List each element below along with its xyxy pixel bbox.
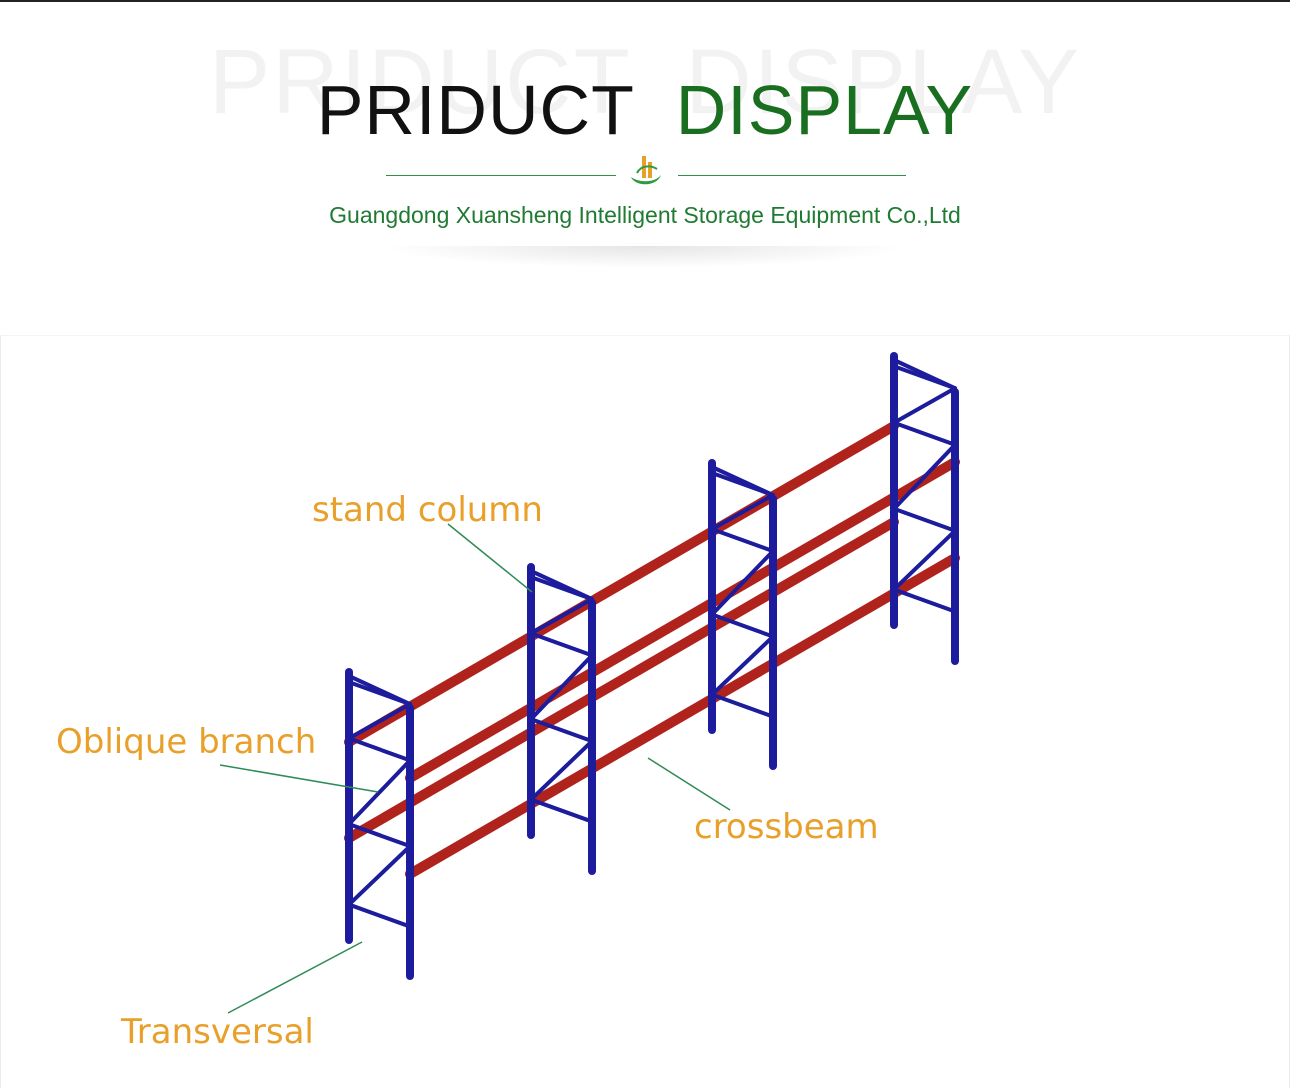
leader-oblique-branch	[219, 764, 379, 793]
crossbeam-front-1	[405, 457, 960, 783]
header-shadow	[380, 246, 910, 268]
oblique-branch-frame3-2	[710, 549, 775, 617]
divider-left	[386, 175, 616, 176]
crossbeams	[344, 421, 960, 879]
leader-transversal	[227, 941, 363, 1014]
title-watermark: PRIDUCT DISPLAY	[208, 31, 1082, 133]
transversal-frame3-4	[710, 692, 775, 719]
divider-right	[678, 175, 906, 176]
transversal-frame1-3	[347, 822, 412, 849]
oblique-branch-frame3-3	[710, 634, 775, 697]
oblique-branch-frame1-3	[347, 844, 412, 907]
leader-lines	[219, 523, 731, 1014]
transversal-frame2-4	[529, 797, 594, 824]
transversal-frame4-4	[892, 587, 957, 614]
oblique-branch-frame4-2	[892, 442, 957, 511]
transversal-frame3-2	[710, 527, 775, 554]
transversal-frame1-4	[347, 902, 412, 929]
leader-stand-column	[447, 523, 533, 593]
oblique-branch-frame2-3	[529, 739, 594, 802]
oblique-branch-frame4-1	[892, 386, 957, 425]
oblique-branch-top-frame1	[347, 674, 412, 707]
crossbeam-back-1	[344, 421, 899, 747]
page-title: PRIDUCT DISPLAY	[0, 70, 1290, 150]
crossbeam-back-2	[344, 517, 899, 843]
transversal-frame2-3	[529, 717, 594, 744]
transversal-frame3-3	[710, 612, 775, 639]
oblique-branch-frame3-1	[710, 493, 775, 532]
upright-frames	[345, 352, 959, 980]
transversal-frame4-2	[892, 420, 957, 447]
label-crossbeam: crossbeam	[694, 807, 879, 847]
oblique-branch-top-frame2	[529, 569, 594, 602]
oblique-branch-top-frame4	[892, 358, 957, 391]
transversal-frame2-2	[529, 631, 594, 658]
company-logo-icon	[631, 156, 661, 185]
title-dark-word: PRIDUCT	[316, 71, 635, 149]
title-green-word: DISPLAY	[675, 71, 974, 149]
label-oblique-branch: Oblique branch	[56, 722, 317, 762]
transversal-frame4-3	[892, 506, 957, 533]
transversal-frame1-2	[347, 736, 412, 763]
label-stand-column: stand column	[312, 490, 543, 530]
oblique-branch-frame2-1	[529, 597, 594, 636]
company-name: Guangdong Xuansheng Intelligent Storage …	[329, 202, 961, 228]
top-border	[0, 0, 1290, 2]
crossbeam-front-2	[405, 553, 960, 879]
oblique-branch-top-frame3	[710, 465, 775, 498]
label-transversal: Transversal	[121, 1012, 314, 1052]
oblique-branch-frame1-1	[347, 702, 412, 741]
oblique-branch-frame1-2	[347, 758, 412, 827]
oblique-branch-frame4-3	[892, 528, 957, 592]
leader-crossbeam	[647, 757, 731, 811]
oblique-branch-frame2-2	[529, 653, 594, 722]
